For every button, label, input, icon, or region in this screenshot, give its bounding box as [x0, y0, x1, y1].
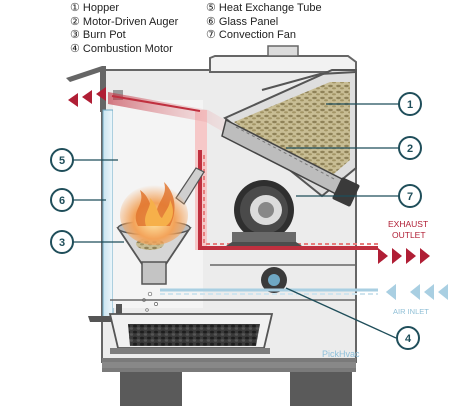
- air-inlet-label: AIR INLET: [393, 307, 429, 316]
- callout-lines: [70, 103, 400, 339]
- callout-7: 7: [398, 184, 422, 208]
- air-inlet-arrows: [386, 284, 448, 300]
- svg-text:3: 3: [59, 237, 65, 249]
- legend-item-1: 1① Hopper: [70, 2, 119, 14]
- callout-1: 1: [398, 92, 422, 116]
- hot-air-arrows: [68, 87, 106, 107]
- legend-item-3: ③ Burn Pot: [70, 29, 126, 41]
- heat-exchange-tube: [195, 110, 378, 250]
- legend-item-4: ④ Combustion Motor: [70, 42, 173, 55]
- svg-text:2: 2: [407, 143, 413, 155]
- lower-chamber: [110, 264, 356, 301]
- svg-text:1: 1: [407, 99, 413, 111]
- callout-3: 3: [50, 230, 74, 254]
- legend-left: 1① Hopper ② Motor-Driven Auger ③ Burn Po…: [70, 2, 178, 56]
- svg-text:5: 5: [59, 155, 65, 167]
- exhaust-arrows: [378, 248, 430, 264]
- hopper: [223, 69, 357, 198]
- callout-badges: 1 2 3 4 5 6 7: [50, 92, 422, 350]
- svg-text:4: 4: [405, 333, 412, 345]
- callout-6: 6: [50, 188, 74, 212]
- ash-drawer: [88, 304, 274, 354]
- svg-text:6: 6: [59, 195, 65, 207]
- legend-item-7: ⑦ Convection Fan: [206, 29, 296, 41]
- heat-flow-band: [108, 92, 236, 138]
- convection-fan: [226, 180, 302, 246]
- legend-item-6: ⑥ Glass Panel: [206, 15, 279, 28]
- exhaust-label-2: OUTLET: [392, 230, 426, 240]
- flame-icon: [120, 182, 188, 245]
- air-inlet-path: [160, 288, 378, 295]
- legend-right: ⑤ Heat Exchange Tube ⑥ Glass Panel ⑦ Con…: [206, 2, 322, 43]
- callout-5: 5: [50, 148, 74, 172]
- top-hinge: [66, 66, 106, 112]
- callout-2: 2: [398, 136, 422, 160]
- brand-label: PickHvac: [322, 349, 360, 359]
- callout-4: 4: [396, 326, 420, 350]
- legend-item-5: ⑤ Heat Exchange Tube: [206, 2, 322, 14]
- legend-item-2: ② Motor-Driven Auger: [70, 15, 179, 28]
- svg-text:7: 7: [407, 191, 413, 203]
- exhaust-label-1: EXHAUST: [388, 219, 428, 229]
